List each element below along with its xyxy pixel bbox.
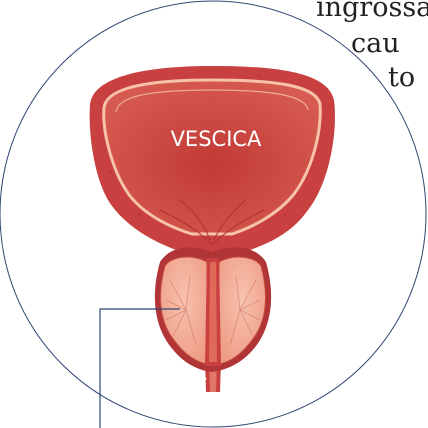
bladder-label: VESCICA — [171, 127, 262, 151]
prostatic-urethra-lumen — [209, 262, 217, 362]
